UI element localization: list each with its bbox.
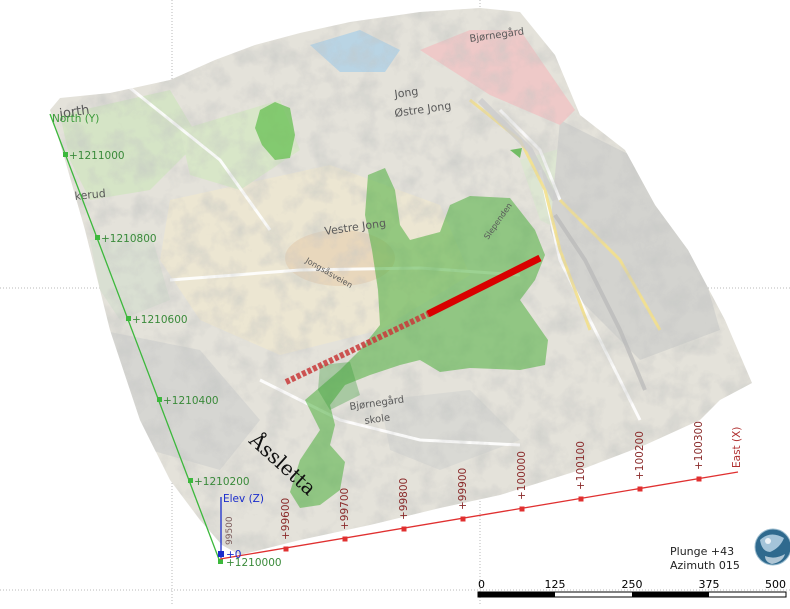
azimuth-readout: Azimuth 015	[670, 559, 740, 572]
scale-bar: 0 125 250 375 500	[477, 578, 787, 598]
east-tick-100300: +100300	[693, 421, 705, 470]
scale-tick-250: 250	[622, 578, 643, 591]
north-axis-label: North (Y)	[52, 113, 99, 125]
plunge-readout: Plunge +43	[670, 545, 734, 558]
north-axis: North (Y) +1211000 +1210800 +1210600 +12…	[49, 113, 282, 569]
north-tick-1210000: +1210000	[226, 557, 282, 569]
north-tick-1210600: +1210600	[132, 314, 188, 326]
orientation-readout: Plunge +43 Azimuth 015	[670, 545, 740, 572]
north-tick-1210800: +1210800	[101, 233, 157, 245]
east-tick-100000: +100000	[516, 451, 528, 500]
navigation-globe-icon[interactable]	[754, 528, 790, 566]
elev-tick-99500: 99500	[225, 516, 235, 545]
east-tick-99900: +99900	[457, 468, 469, 510]
highlight-areas[interactable]	[255, 102, 548, 508]
elev-axis: Elev (Z) 99500 +0	[218, 493, 264, 561]
scale-tick-125: 125	[545, 578, 566, 591]
north-tick-1210200: +1210200	[194, 476, 250, 488]
east-tick-99700: +99700	[339, 488, 351, 530]
east-axis: +99600 +99700 +99800 +99900 +100000 +100…	[219, 421, 743, 560]
east-tick-99600: +99600	[280, 498, 292, 540]
elev-tick-0: +0	[226, 549, 241, 561]
label-north: jorth	[57, 103, 90, 122]
scale-tick-0: 0	[478, 578, 485, 591]
elev-axis-label: Elev (Z)	[223, 493, 264, 505]
east-tick-100100: +100100	[575, 441, 587, 490]
north-tick-1210400: +1210400	[163, 395, 219, 407]
east-axis-label: East (X)	[731, 427, 743, 468]
profile-line[interactable]	[284, 254, 542, 385]
label-skole: skole	[364, 413, 391, 427]
scale-tick-500: 500	[765, 578, 786, 591]
east-tick-99800: +99800	[398, 478, 410, 520]
east-tick-100200: +100200	[634, 431, 646, 480]
north-tick-1211000: +1211000	[69, 150, 125, 162]
label-jong: Jong	[393, 85, 420, 101]
scale-tick-375: 375	[699, 578, 720, 591]
